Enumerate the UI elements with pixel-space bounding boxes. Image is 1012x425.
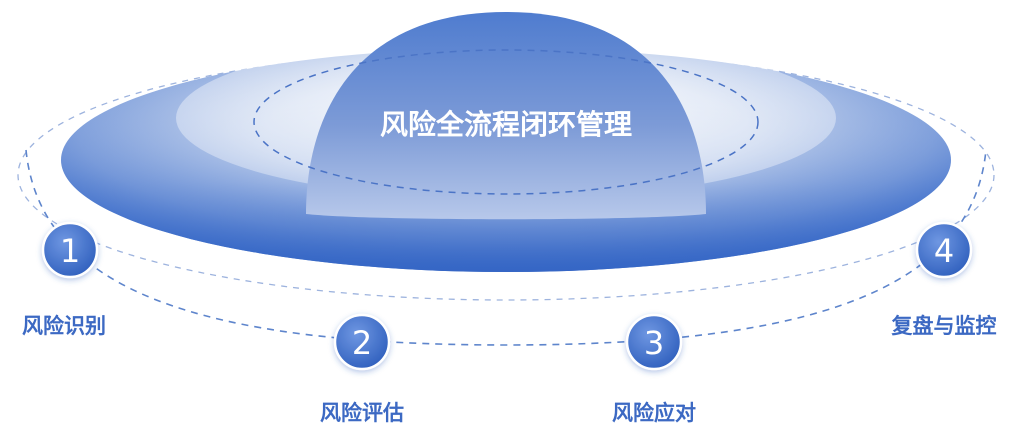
step-number-1: 1: [60, 232, 80, 270]
step-number-2: 2: [352, 324, 372, 362]
step-label-3: 风险应对: [612, 401, 696, 425]
step-node-4: 4: [915, 221, 973, 279]
diagram-title: 风险全流程闭环管理: [380, 108, 632, 141]
step-label-1: 风险识别: [22, 314, 106, 338]
step-label-4: 复盘与监控: [891, 314, 997, 338]
step-node-3: 3: [625, 313, 683, 371]
step-number-4: 4: [934, 232, 954, 270]
step-label-2: 风险评估: [320, 401, 404, 425]
inner-dashed-ring: [253, 49, 759, 195]
step-node-1: 1: [41, 221, 99, 279]
center-dome: [306, 12, 706, 220]
step-node-2: 2: [333, 313, 391, 371]
step-number-3: 3: [644, 324, 664, 362]
